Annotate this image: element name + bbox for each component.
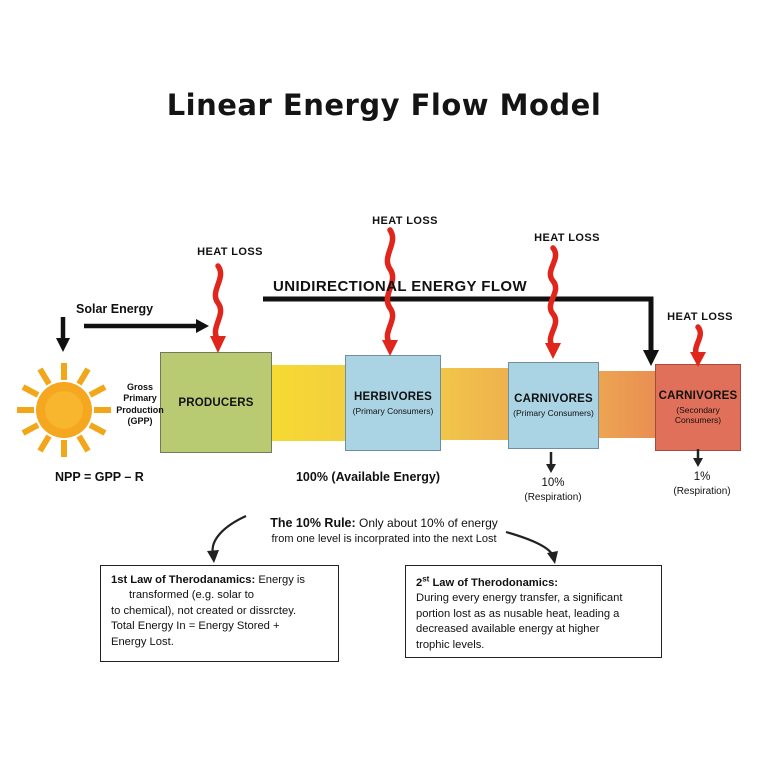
second-law-num: 2: [416, 576, 423, 589]
unidirectional-flow-arrow: [263, 296, 659, 366]
respiration-1-percent: 1%: [693, 471, 711, 483]
respiration-10: 10% (Respiration): [508, 476, 598, 504]
heat-loss-label-1: HEAT LOSS: [197, 246, 263, 258]
heat-loss-arrow-carnivores: [545, 245, 561, 359]
respiration-10-percent: 10%: [541, 477, 565, 489]
trophic-box-carnivores-primary: CARNIVORES (Primary Consumers): [508, 362, 599, 449]
heat-loss-label-3: HEAT LOSS: [534, 232, 600, 244]
heat-loss-label-4: HEAT LOSS: [667, 311, 733, 323]
trophic-box-producers: PRODUCERS: [160, 352, 272, 453]
sun-icon: [17, 363, 111, 457]
heat-loss-arrow-secondary: [690, 324, 706, 367]
second-law-title-line: 2st Law of Therodonamics:: [416, 573, 651, 591]
ten-percent-rule-line1: The 10% Rule: Only about 10% of energy: [228, 516, 540, 530]
first-law-title-suffix: Energy is: [255, 574, 305, 586]
carnivores-secondary-label: CARNIVORES: [658, 390, 738, 402]
first-law-box: 1st Law of Therodanamics: Energy is tran…: [100, 565, 339, 662]
heat-loss-label-2: HEAT LOSS: [372, 215, 438, 227]
energy-band-3: [598, 371, 656, 438]
carnivores-primary-label: CARNIVORES: [514, 393, 593, 405]
second-law-line-2: portion lost as as nusable heat, leading…: [416, 607, 620, 620]
solar-energy-arrow-right: [84, 319, 209, 333]
unidirectional-flow-label: UNIDIRECTIONAL ENERGY FLOW: [272, 278, 528, 295]
gpp-label: Gross Primary Production (GPP): [116, 382, 164, 426]
first-law-line-2: to chemical), not created or dissrctey.: [111, 604, 297, 617]
ten-percent-rule-line2: from one level is incorprated into the n…: [271, 533, 497, 545]
first-law-title: 1st Law of Therodanamics:: [111, 574, 256, 586]
second-law-line-3: decreased available energy at higher: [416, 623, 600, 636]
second-law-line-4: trophic levels.: [416, 638, 485, 651]
first-law-title-line: 1st Law of Therodanamics: Energy is: [111, 573, 328, 588]
carnivores-secondary-sublabel: (Secondary Consumers): [674, 405, 722, 425]
page-title: Linear Energy Flow Model: [166, 88, 602, 122]
carnivores-primary-sublabel: (Primary Consumers): [513, 408, 594, 418]
trophic-box-herbivores: HERBIVORES (Primary Consumers): [345, 355, 441, 451]
first-law-line-4: Energy Lost.: [111, 635, 174, 648]
energy-band-1: [272, 365, 346, 441]
respiration-arrow-1: [693, 449, 703, 467]
energy-band-2: [440, 368, 509, 440]
ten-percent-rule-title: The 10% Rule:: [270, 516, 356, 530]
heat-loss-arrow-producers: [210, 263, 226, 353]
solar-energy-arrow-down: [56, 317, 70, 352]
ten-percent-rule-rest: Only about 10% of energy: [355, 516, 498, 530]
second-law-title-rest: Law of Therodonamics:: [429, 576, 559, 589]
first-law-line-1: transformed (e.g. solar to: [129, 589, 254, 602]
solar-energy-label: Solar Energy: [76, 302, 154, 316]
second-law-box: 2st Law of Therodonamics: During every e…: [405, 565, 662, 658]
trophic-box-carnivores-secondary: CARNIVORES (Secondary Consumers): [655, 364, 741, 451]
respiration-10-label: (Respiration): [524, 491, 582, 503]
second-law-line-1: During every energy transfer, a signific…: [416, 592, 623, 605]
first-law-line-3: Total Energy In = Energy Stored +: [111, 620, 280, 633]
second-law-sup: st: [422, 574, 430, 583]
npp-formula: NPP = GPP – R: [55, 470, 144, 484]
respiration-arrow-10: [546, 452, 556, 473]
herbivores-sublabel: (Primary Consumers): [352, 405, 434, 416]
respiration-1-label: (Respiration): [673, 485, 731, 497]
producers-label: PRODUCERS: [178, 396, 254, 409]
herbivores-label: HERBIVORES: [353, 390, 433, 403]
available-energy-label: 100% (Available Energy): [295, 470, 441, 484]
respiration-1: 1% (Respiration): [657, 470, 747, 498]
